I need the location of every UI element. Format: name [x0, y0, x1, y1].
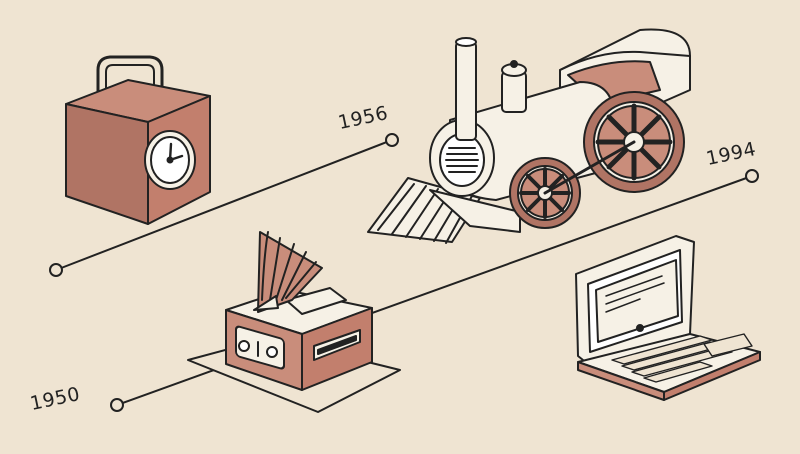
keyboard-keys	[611, 333, 753, 383]
clock-case-icon	[65, 55, 211, 225]
timeline-node	[385, 133, 399, 147]
timeline-node	[110, 398, 124, 412]
timeline-line-1956	[55, 139, 393, 271]
gramophone-icon	[187, 231, 401, 413]
laptop-icon	[575, 235, 761, 401]
steam-locomotive-icon	[367, 28, 691, 244]
timeline-node	[745, 169, 759, 183]
timeline-node	[49, 263, 63, 277]
